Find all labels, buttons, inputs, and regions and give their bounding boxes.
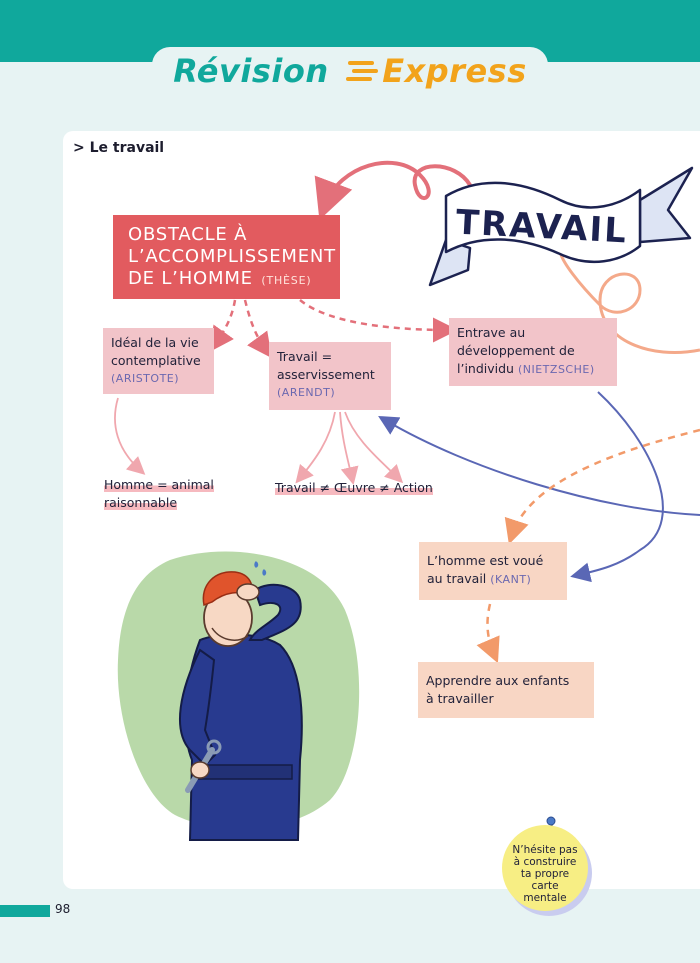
travail-oeuvre-action: Travail ≠ Œuvre ≠ Action — [275, 480, 433, 495]
apprendre-line2: à travailler — [426, 691, 494, 706]
note-line1: N’hésite pas — [512, 844, 578, 856]
nietzsche-line2: développement de — [457, 343, 575, 358]
blue-arrow-to-kant — [570, 391, 664, 583]
orange-swirl — [558, 249, 700, 355]
aristote-author: (ARISTOTE) — [111, 372, 180, 385]
title-revision: Révision — [173, 52, 329, 90]
kant-line2: au travail — [427, 571, 487, 586]
kant-to-apprendre — [476, 603, 500, 664]
arendt-to-oeuvre — [339, 411, 359, 486]
thesis-tag: (THÈSE) — [261, 274, 312, 287]
aristote-to-homme — [114, 397, 146, 475]
banner-text: TRAVAIL — [455, 203, 629, 252]
nietzsche-box: Entrave au développement de l’individu (… — [449, 318, 617, 386]
aristote-box: Idéal de la vie contemplative (ARISTOTE) — [103, 328, 214, 394]
travail-oeuvre-action-text: Travail ≠ Œuvre ≠ Action — [275, 479, 433, 497]
arendt-line2: asservissement — [277, 367, 375, 382]
aristote-line2: contemplative — [111, 353, 201, 368]
kant-author: (KANT) — [490, 573, 532, 586]
apprendre-line1: Apprendre aux enfants — [426, 673, 570, 688]
arendt-author: (ARENDT) — [277, 386, 336, 399]
arendt-to-action — [344, 411, 404, 484]
thesis-line1: OBSTACLE À — [128, 224, 248, 245]
note-line4: carte — [531, 880, 559, 892]
note-line5: mentale — [523, 892, 567, 904]
note-line3: ta propre — [520, 868, 570, 880]
page-title: Révision Express — [152, 52, 548, 90]
pin-icon — [546, 816, 556, 826]
thesis-line2: L’ACCOMPLISSEMENT — [128, 246, 336, 267]
thesis-to-aristote — [209, 299, 237, 353]
mechanic-illustration — [117, 551, 360, 841]
homme-animal-line1: Homme = animal — [104, 477, 214, 492]
banner-to-thesis-arrow — [314, 160, 472, 220]
sticky-note: N’hésite pas à construire ta propre cart… — [502, 825, 588, 911]
kant-line1: L’homme est voué — [427, 553, 544, 568]
note-line2: à construire — [513, 856, 577, 868]
arendt-box: Travail = asservissement (ARENDT) — [269, 342, 391, 410]
arendt-line1: Travail = — [277, 349, 333, 364]
arendt-to-travail — [295, 411, 336, 484]
kant-box: L’homme est voué au travail (KANT) — [419, 542, 567, 600]
nietzsche-line3: l’individu — [457, 361, 514, 376]
title-express: Express — [382, 52, 527, 90]
thesis-to-nietzsche — [299, 299, 458, 343]
page-number-bar — [0, 905, 50, 917]
apprendre-box: Apprendre aux enfants à travailler — [418, 662, 594, 718]
thesis-box: OBSTACLE À L’ACCOMPLISSEMENT DE L’HOMME … — [113, 215, 340, 299]
section-label: > Le travail — [73, 140, 165, 156]
page-number: 98 — [55, 902, 71, 916]
travail-banner: TRAVAIL — [428, 166, 694, 287]
nietzsche-author: (NIETZSCHE) — [517, 363, 595, 376]
speed-lines-icon — [346, 61, 379, 81]
thesis-to-arendt — [243, 299, 272, 359]
thesis-line3: DE L’HOMME — [128, 268, 253, 289]
aristote-line1: Idéal de la vie — [111, 335, 199, 350]
orange-arrow-to-kant — [504, 428, 700, 545]
nietzsche-line1: Entrave au — [457, 325, 526, 340]
blue-arrow-to-arendt — [378, 415, 700, 516]
homme-animal-text: Homme = animal raisonnable — [104, 476, 214, 512]
homme-animal-line2: raisonnable — [104, 495, 178, 510]
